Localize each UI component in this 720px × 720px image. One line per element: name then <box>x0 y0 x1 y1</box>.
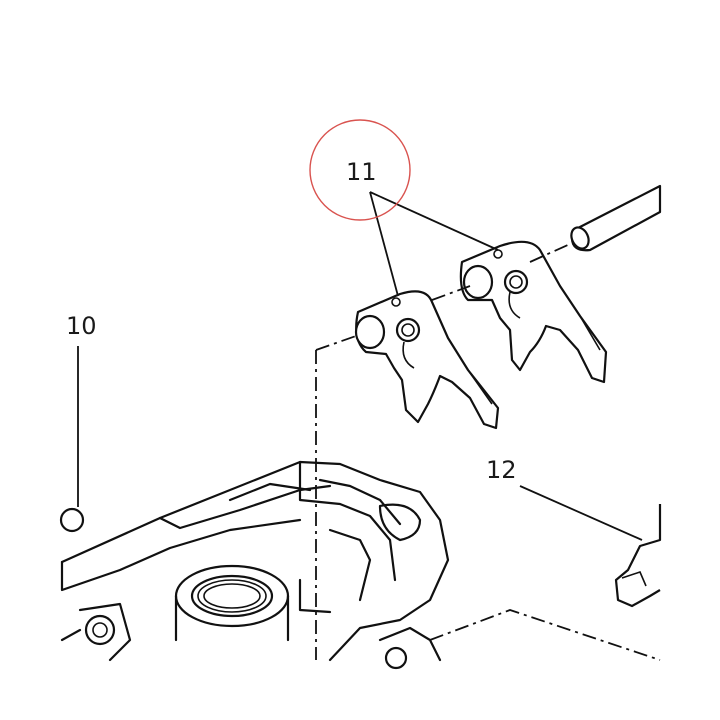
shift-fork-front <box>354 290 500 430</box>
centerline-lower <box>429 609 661 661</box>
ball-part-10 <box>59 507 85 533</box>
shift-fork-rear <box>459 240 608 384</box>
transmission-housing <box>60 460 450 670</box>
callout-12: 12 <box>486 456 517 484</box>
callout-10: 10 <box>66 312 97 340</box>
part-12-shape <box>614 504 662 608</box>
callout-11: 11 <box>346 158 377 186</box>
shift-rod <box>570 184 662 252</box>
highlight-circle <box>309 119 411 221</box>
